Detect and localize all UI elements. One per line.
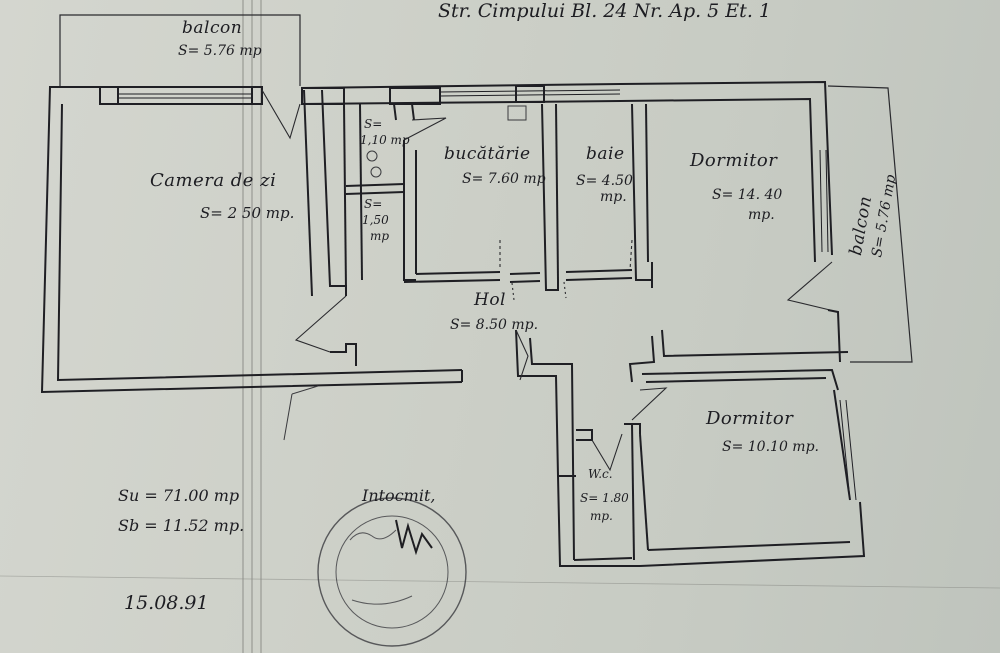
signature [395, 519, 433, 556]
total-useful-area: Su = 71.00 mp [118, 486, 240, 505]
hallway-name: Hol [474, 290, 506, 310]
fixtures [283, 105, 527, 441]
bedroom1-area: S= 14. 40 [712, 187, 783, 203]
bathroom-unit: mp. [600, 189, 627, 205]
bedroom2-area: S= 10.10 mp. [722, 439, 819, 455]
door-swings [261, 89, 833, 472]
hallway-area: S= 8.50 mp. [450, 317, 539, 333]
address-header: Str. Cimpului Bl. 24 Nr. Ap. 5 Et. 1 [438, 0, 771, 22]
bedroom1-name: Dormitor [690, 150, 778, 171]
bedroom2-name: Dormitor [706, 408, 794, 429]
bathroom-area: S= 4.50 [576, 173, 633, 189]
walls [40, 80, 866, 567]
balcony-top-outline [59, 14, 301, 86]
kitchen-name: bucătărie [444, 144, 531, 164]
living-room-area: S= 2 50 mp. [200, 204, 295, 222]
wc-unit: mp. [590, 509, 613, 523]
prepared-by-label: Intocmit, [362, 486, 436, 505]
official-stamp [317, 497, 467, 647]
storage2-unit: mp [370, 229, 390, 243]
balcony-top-area: S= 5.76 mp [178, 43, 262, 59]
storage1-area: 1,10 mp [360, 133, 410, 147]
bathroom-name: baie [586, 144, 625, 164]
kitchen-area: S= 7.60 mp [462, 171, 546, 187]
date-label: 15.08.91 [124, 592, 209, 614]
total-balcony-area: Sb = 11.52 mp. [118, 516, 245, 535]
bedroom1-unit: mp. [748, 207, 775, 223]
balcony-right-outline [827, 85, 913, 363]
storage1-label: S= [364, 117, 383, 131]
living-room-name: Camera de zi [150, 170, 277, 191]
storage2-label: S= [364, 197, 383, 211]
wc-area: S= 1.80 [580, 491, 629, 505]
storage2-area: 1,50 [362, 213, 389, 227]
wc-name: W.c. [588, 467, 613, 481]
balcony-top-name: balcon [182, 18, 243, 38]
